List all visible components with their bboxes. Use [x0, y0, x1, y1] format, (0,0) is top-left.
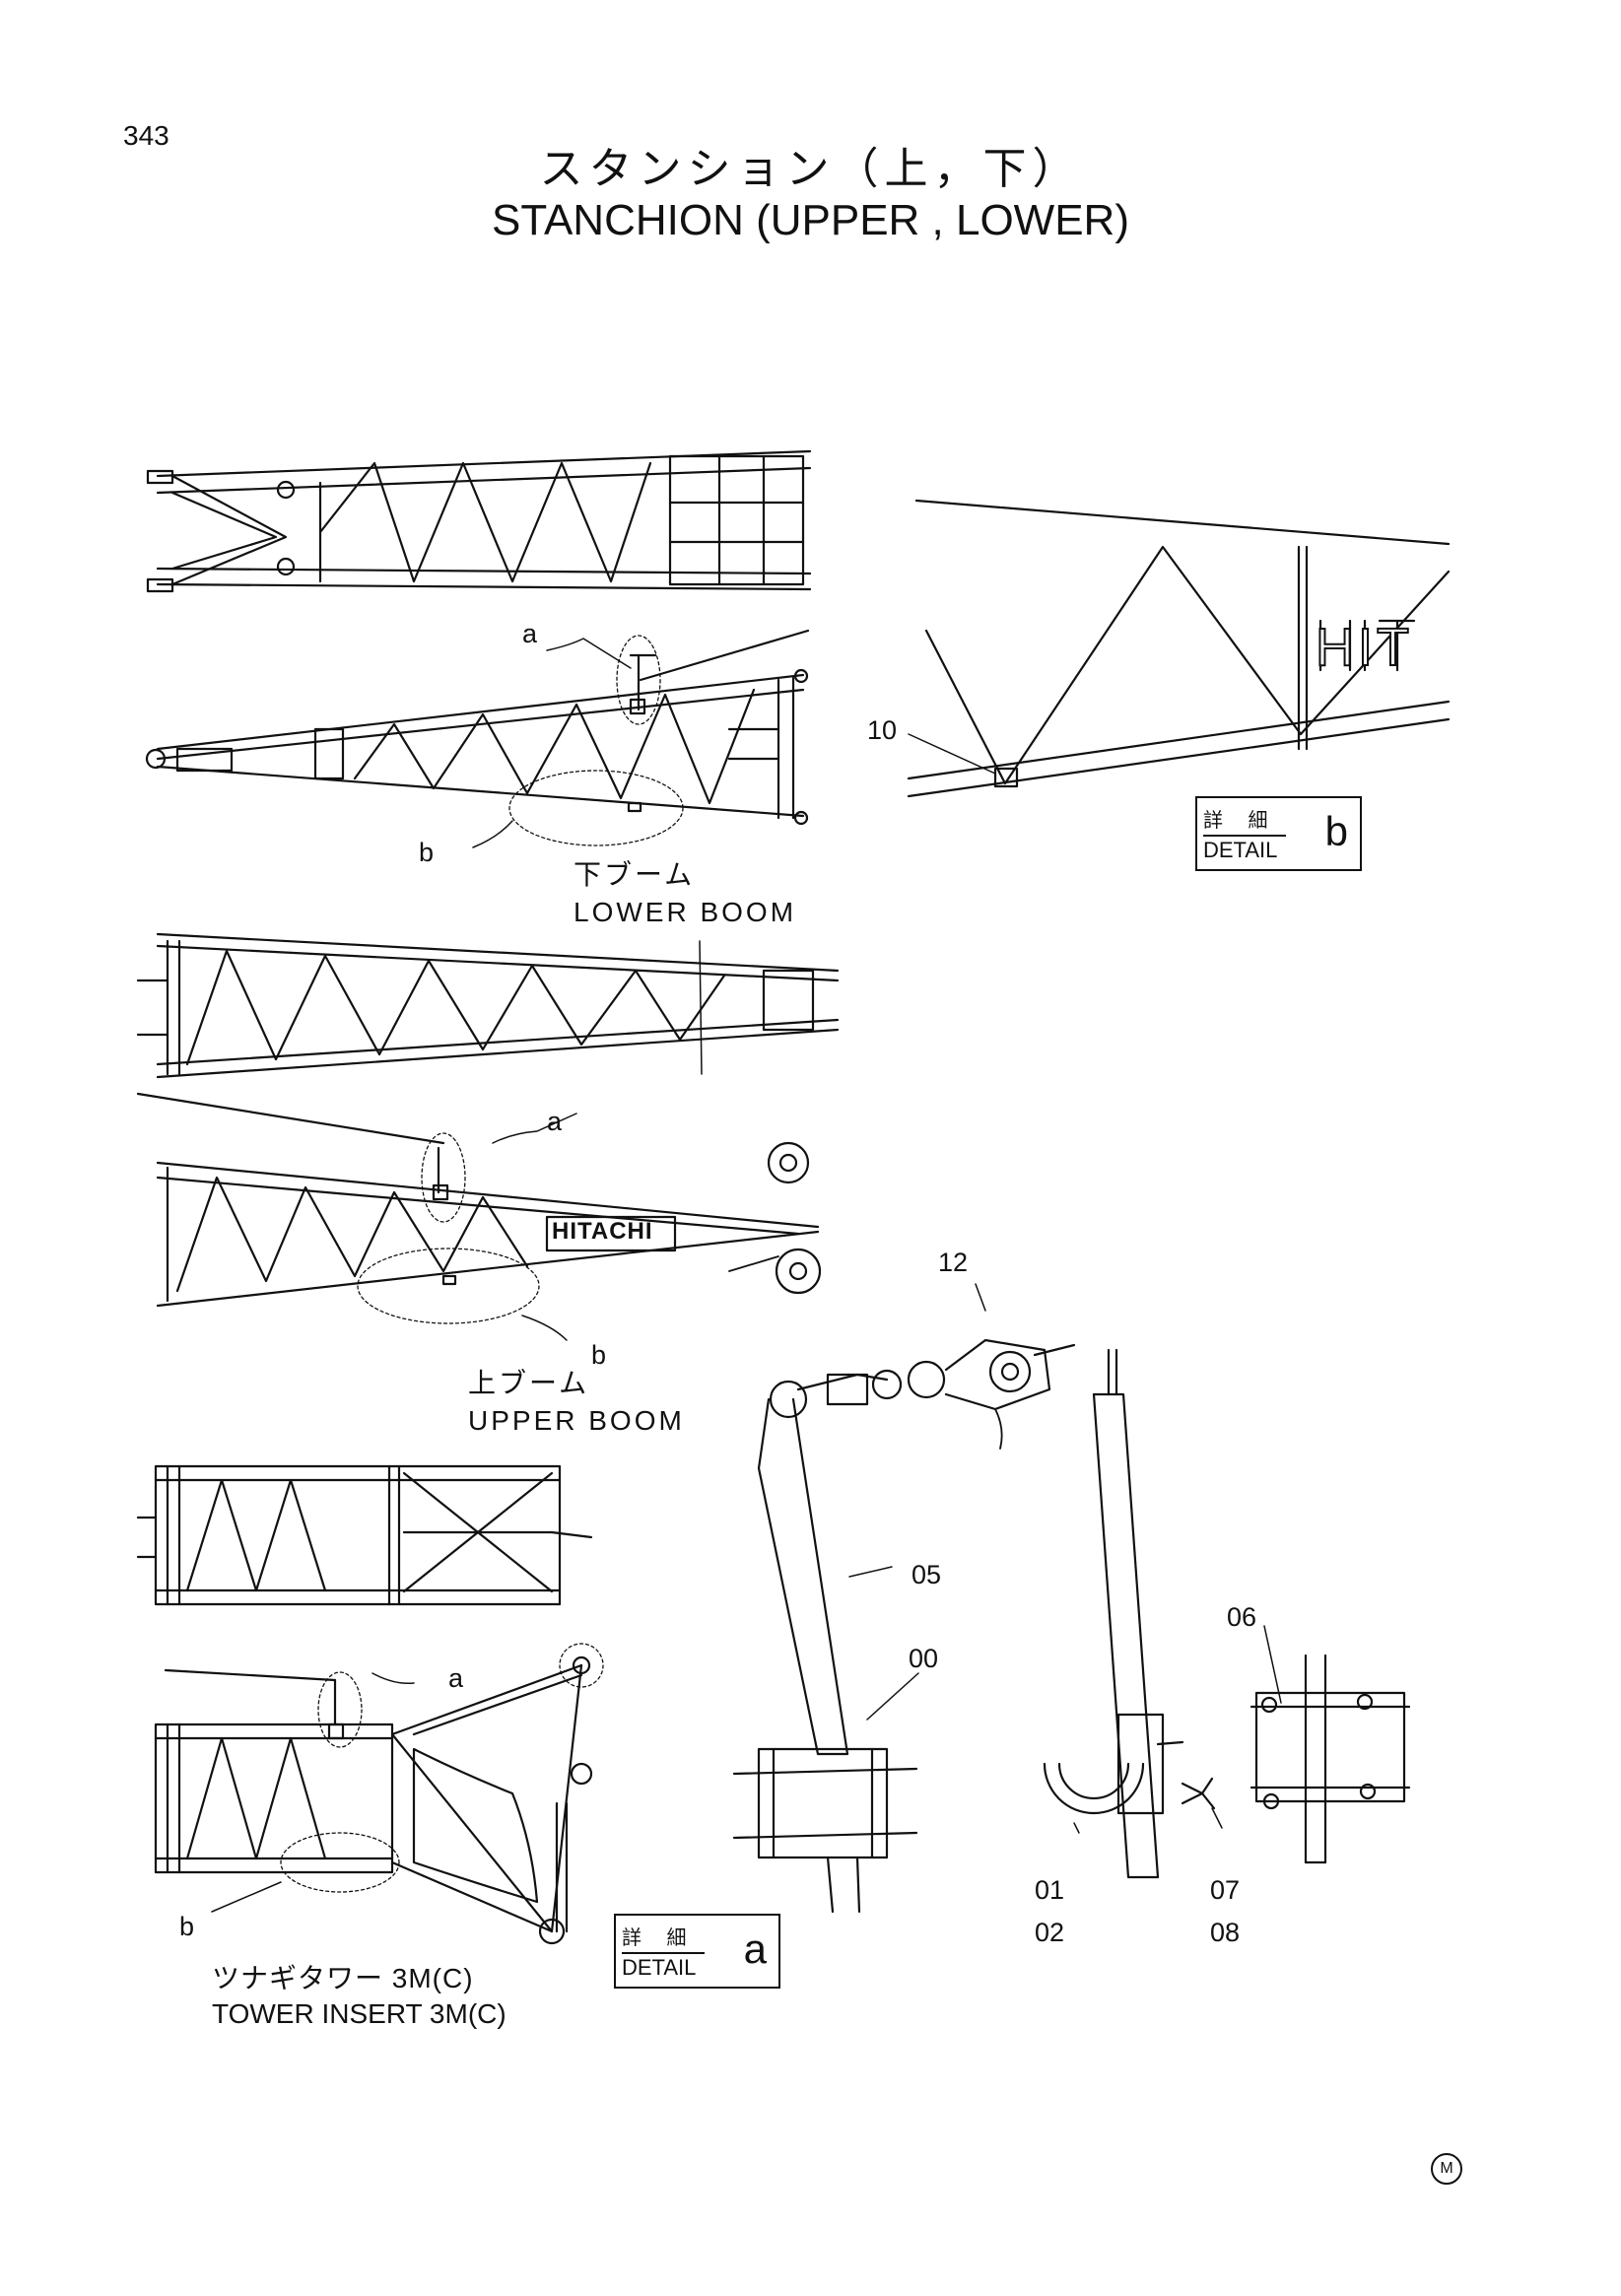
upper-boom-caption-jp: 上ブーム	[468, 1368, 590, 1398]
part-number-12: 12	[938, 1248, 969, 1277]
part-number-08: 08	[1210, 1918, 1241, 1947]
callout-a-tower: a	[448, 1663, 464, 1693]
callout-a-upper: a	[547, 1107, 563, 1136]
detail-a-label-jp: 詳 細	[622, 1922, 705, 1954]
part-number-06: 06	[1227, 1602, 1257, 1632]
lower-boom-caption-en: LOWER BOOM	[574, 897, 797, 927]
tower-insert-side-view	[154, 1643, 604, 1945]
callout-b-lower: b	[419, 838, 435, 867]
upper-boom-top-view	[136, 932, 840, 1079]
detail-b-drawing	[907, 499, 1451, 798]
part-number-07: 07	[1210, 1875, 1241, 1905]
lower-boom-caption-jp: 下ブーム	[574, 859, 696, 890]
page-number: 343	[123, 120, 169, 151]
lower-boom-top-view	[146, 449, 812, 593]
tower-insert-caption-jp: ツナギタワー 3M(C)	[212, 1963, 474, 1993]
detail-a-label-en: DETAIL	[622, 1955, 697, 1980]
upper-boom-side-view	[136, 1092, 822, 1341]
part-number-01: 01	[1035, 1875, 1065, 1905]
callout-b-tower: b	[179, 1912, 195, 1941]
detail-b-label-en: DETAIL	[1203, 838, 1278, 862]
detail-b-label: 詳 細 DETAIL b	[1195, 796, 1362, 871]
circled-m-marker: M	[1431, 2153, 1462, 2185]
page-title-jp: スタンション（上，下）	[539, 145, 1082, 193]
tower-insert-caption-en: TOWER INSERT 3M(C)	[212, 1998, 507, 2029]
tower-insert-top-view	[136, 1464, 593, 1606]
detail-b-label-jp: 詳 細	[1203, 804, 1286, 837]
detail-a-letter: a	[743, 1925, 767, 1972]
part-number-10: 10	[867, 715, 898, 745]
part-number-02: 02	[1035, 1918, 1065, 1947]
hit-marking: HIT	[1315, 618, 1413, 677]
callout-a-lower: a	[522, 619, 538, 648]
upper-boom-caption-en: UPPER BOOM	[468, 1405, 685, 1436]
detail-b-letter: b	[1324, 808, 1348, 854]
detail-a-label: 詳 細 DETAIL a	[614, 1914, 780, 1989]
lower-boom-side-view	[145, 629, 810, 848]
page-title-en: STANCHION (UPPER , LOWER)	[491, 196, 1129, 244]
part-number-05: 05	[912, 1560, 942, 1589]
detail-a-drawing	[732, 1283, 1411, 1914]
callout-b-upper: b	[591, 1340, 607, 1370]
hitachi-marking: HITACHI	[552, 1218, 653, 1245]
part-number-00: 00	[909, 1644, 939, 1673]
